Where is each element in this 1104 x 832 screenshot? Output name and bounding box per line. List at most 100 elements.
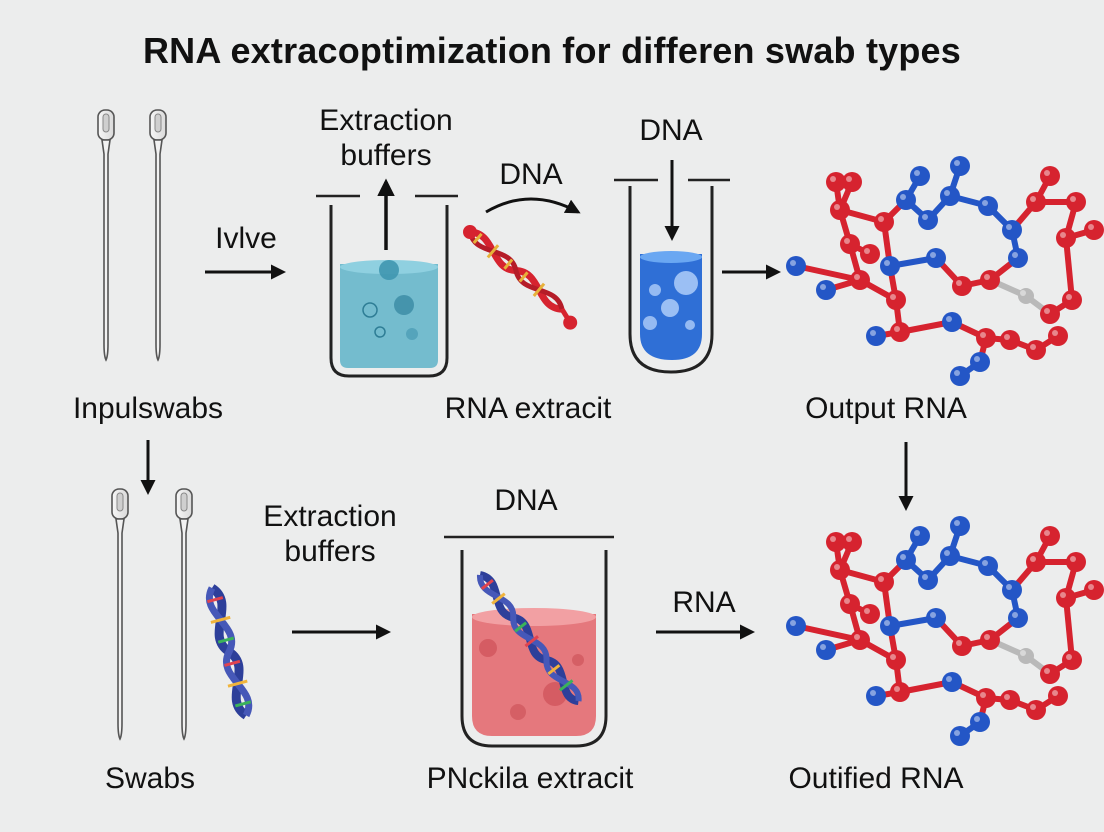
dna-helix-icon: [463, 225, 578, 330]
molecule-atom-highlight: [946, 676, 952, 682]
molecule-atom: [830, 200, 850, 220]
molecule-atom: [1000, 690, 1020, 710]
molecule-atom: [842, 172, 862, 192]
label-dna-bottom: DNA: [494, 484, 558, 517]
molecule-atom-highlight: [954, 370, 960, 376]
molecule-atom-highlight: [820, 644, 826, 650]
molecule-bond: [793, 623, 863, 643]
molecule-atom-highlight: [954, 520, 960, 526]
molecule-atom: [1002, 580, 1022, 600]
molecule-icon: [786, 156, 1104, 386]
label-rna-extract: RNA extracit: [444, 392, 612, 425]
molecule-atom: [918, 570, 938, 590]
molecule-atom: [874, 572, 894, 592]
molecule-atom: [850, 630, 870, 650]
molecule-atom-highlight: [1004, 334, 1010, 340]
molecule-atom-highlight: [1088, 224, 1094, 230]
molecule-atom-highlight: [982, 200, 988, 206]
molecule-atom: [1084, 580, 1104, 600]
molecule-atom: [896, 550, 916, 570]
molecule-atom-highlight: [954, 160, 960, 166]
molecule-atom: [886, 290, 906, 310]
molecule-atom: [1040, 304, 1060, 324]
molecule-atom: [940, 546, 960, 566]
molecule-atom-highlight: [930, 252, 936, 258]
molecule-atom: [1040, 664, 1060, 684]
molecule-atom: [886, 650, 906, 670]
molecule-atom: [896, 190, 916, 210]
molecule-atom: [1026, 192, 1046, 212]
molecule-atom-highlight: [834, 204, 840, 210]
molecule-atom: [980, 270, 1000, 290]
molecule-atom-highlight: [878, 576, 884, 582]
molecule-atom: [940, 186, 960, 206]
molecule-atom: [910, 526, 930, 546]
molecule-atom-highlight: [894, 686, 900, 692]
molecule-atom: [1084, 220, 1104, 240]
molecule-atom: [918, 210, 938, 230]
molecule-atom: [950, 366, 970, 386]
molecule-atom-highlight: [1044, 668, 1050, 674]
molecule-atom-highlight: [900, 554, 906, 560]
molecule-atom-highlight: [1030, 556, 1036, 562]
molecule-atom-highlight: [984, 274, 990, 280]
molecule-atom-highlight: [1070, 556, 1076, 562]
label-dna-arrow-top: DNA: [499, 158, 563, 191]
molecule-atom: [1018, 288, 1034, 304]
molecule-atom-highlight: [844, 238, 850, 244]
molecule-atom: [942, 312, 962, 332]
molecule-atom-highlight: [844, 598, 850, 604]
molecule-atom-highlight: [870, 690, 876, 696]
molecule-atom: [786, 256, 806, 276]
molecule-atom-highlight: [820, 284, 826, 290]
molecule-atom: [816, 280, 836, 300]
molecule-atom-highlight: [1012, 252, 1018, 258]
molecule-atom-highlight: [1066, 654, 1072, 660]
label-dna-tube-top: DNA: [639, 114, 703, 147]
molecule-atom-highlight: [1066, 294, 1072, 300]
molecule-atom-highlight: [1020, 290, 1026, 296]
arrow-icon: [485, 197, 581, 214]
molecule-bond: [1063, 235, 1075, 303]
molecule-atom-highlight: [1060, 232, 1066, 238]
molecule-atom-highlight: [930, 612, 936, 618]
molecule-atom: [926, 608, 946, 628]
molecule-atom-highlight: [830, 536, 836, 542]
molecule-atom-highlight: [980, 332, 986, 338]
molecule-bond: [1063, 595, 1075, 663]
molecule-atom-highlight: [1044, 170, 1050, 176]
molecule-atom: [786, 616, 806, 636]
molecule-atom-highlight: [1006, 584, 1012, 590]
molecule-atom: [950, 156, 970, 176]
molecule-atom-highlight: [922, 574, 928, 580]
molecule-atom: [840, 234, 860, 254]
molecule-atom: [866, 326, 886, 346]
molecule-atom: [850, 270, 870, 290]
molecule-atom-highlight: [854, 634, 860, 640]
molecule-atom: [1040, 526, 1060, 546]
molecule-atom: [1026, 552, 1046, 572]
molecule-atom-highlight: [944, 550, 950, 556]
molecule-atom: [910, 166, 930, 186]
molecule-atom-highlight: [914, 530, 920, 536]
molecule-atom-highlight: [956, 280, 962, 286]
molecule-bond: [793, 263, 863, 283]
molecule-atom: [860, 244, 880, 264]
molecule-atom-highlight: [854, 274, 860, 280]
label-outified-rna: Outified RNA: [788, 762, 964, 795]
molecule-atom-highlight: [984, 634, 990, 640]
molecule-atom-highlight: [1088, 584, 1094, 590]
molecule-atom: [970, 712, 990, 732]
molecule-atom-highlight: [944, 190, 950, 196]
molecule-atom: [950, 516, 970, 536]
molecule-atom: [880, 616, 900, 636]
molecule-atom: [1066, 192, 1086, 212]
molecule-atom: [1056, 228, 1076, 248]
molecule-atom-highlight: [946, 316, 952, 322]
molecule-atom-highlight: [1052, 330, 1058, 336]
molecule-atom-highlight: [1030, 344, 1036, 350]
molecule-atom: [1002, 220, 1022, 240]
molecule-atom-highlight: [982, 560, 988, 566]
